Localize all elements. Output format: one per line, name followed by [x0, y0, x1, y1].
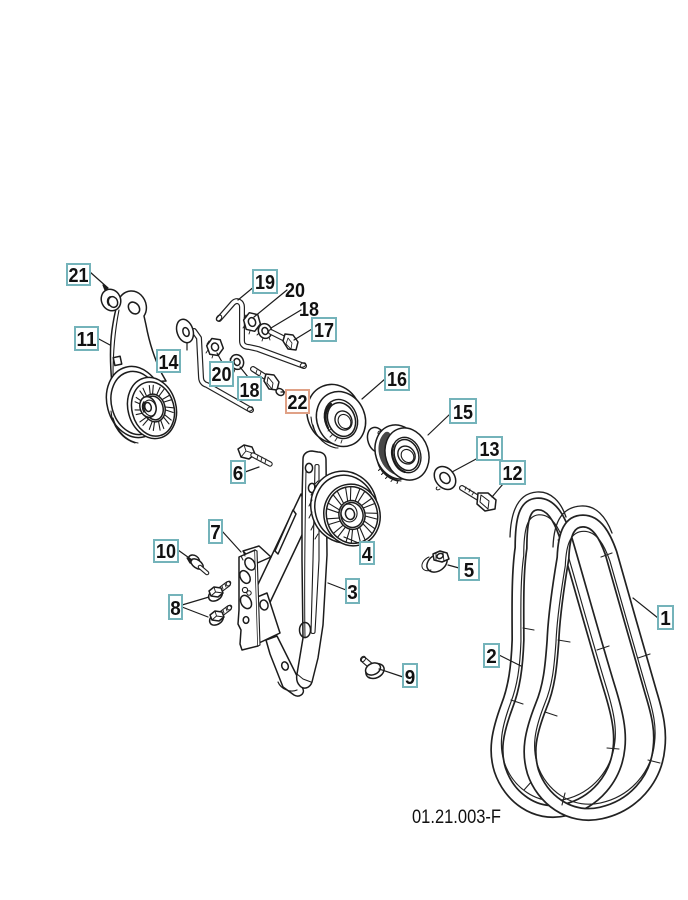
svg-text:13: 13: [480, 438, 500, 461]
svg-text:20: 20: [285, 279, 305, 302]
svg-text:12: 12: [503, 462, 523, 485]
svg-text:16: 16: [387, 368, 407, 391]
svg-text:19: 19: [255, 271, 275, 294]
svg-text:22: 22: [288, 391, 308, 414]
svg-text:6: 6: [233, 462, 244, 485]
svg-text:4: 4: [362, 543, 373, 566]
svg-text:20: 20: [212, 363, 232, 386]
svg-text:3: 3: [347, 581, 358, 604]
svg-text:7: 7: [210, 521, 221, 544]
svg-text:1: 1: [660, 607, 671, 630]
svg-text:17: 17: [314, 319, 334, 342]
svg-text:14: 14: [159, 351, 180, 374]
svg-text:5: 5: [464, 559, 475, 582]
svg-text:01.21.003-F: 01.21.003-F: [412, 806, 501, 828]
svg-text:11: 11: [77, 328, 97, 351]
svg-text:18: 18: [240, 379, 260, 402]
svg-text:18: 18: [299, 298, 319, 321]
svg-text:15: 15: [453, 401, 473, 424]
svg-text:21: 21: [69, 264, 89, 287]
svg-text:10: 10: [156, 540, 176, 563]
svg-text:8: 8: [170, 597, 181, 620]
svg-text:9: 9: [405, 666, 416, 689]
svg-text:2: 2: [486, 645, 497, 668]
